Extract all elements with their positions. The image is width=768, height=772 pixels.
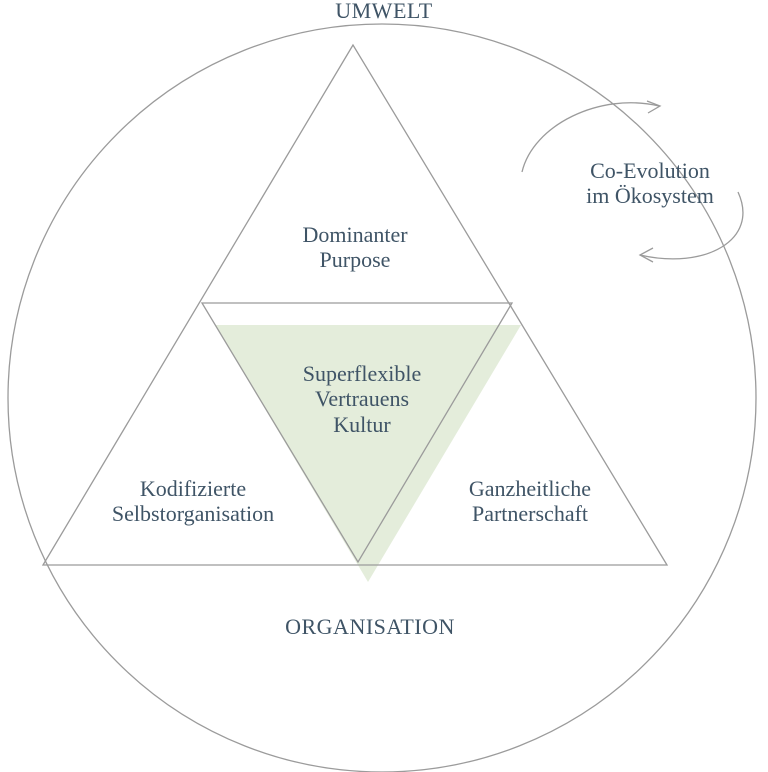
- organisation-text: ORGANISATION: [285, 614, 455, 639]
- co-evolution-arrowhead-top: [646, 100, 662, 114]
- co-evolution-line-2: im Ökosystem: [586, 183, 714, 209]
- superflexible-kultur-label: Superflexible Vertrauens Kultur: [262, 361, 462, 437]
- co-evolution-label: Co-Evolution im Ökosystem: [560, 158, 740, 209]
- selbstorganisation-line-2: Selbstorganisation: [111, 501, 275, 527]
- environment-circle: [7, 23, 757, 772]
- organisation-triangle: [41, 43, 669, 566]
- dominanter-purpose-label: Dominanter Purpose: [255, 222, 455, 273]
- kultur-line-1: Superflexible: [302, 361, 422, 386]
- purpose-line-1: Dominanter: [302, 222, 408, 247]
- selbstorganisation-line-1: Kodifizierte: [139, 476, 247, 501]
- umwelt-label: UMWELT: [0, 0, 768, 23]
- culture-highlight-triangle: [215, 325, 521, 582]
- partnerschaft-line-2: Partnerschaft: [471, 501, 589, 527]
- kodifizierte-selbstorganisation-label: Kodifizierte Selbstorganisation: [78, 476, 308, 527]
- organisation-label: ORGANISATION: [170, 614, 570, 639]
- partnerschaft-line-1: Ganzheitliche: [468, 476, 592, 501]
- umwelt-text: UMWELT: [335, 0, 433, 23]
- center-inverted-triangle: [200, 302, 514, 564]
- kultur-line-2: Vertrauens: [314, 386, 410, 412]
- co-evolution-arrowhead-bottom: [638, 247, 654, 263]
- co-evolution-arrow-bottom: [639, 191, 744, 260]
- ganzheitliche-partnerschaft-label: Ganzheitliche Partnerschaft: [420, 476, 640, 527]
- purpose-line-2: Purpose: [319, 247, 391, 273]
- co-evolution-arrow-top: [521, 102, 660, 173]
- kultur-line-3: Kultur: [333, 411, 391, 437]
- co-evolution-line-1: Co-Evolution: [590, 158, 710, 183]
